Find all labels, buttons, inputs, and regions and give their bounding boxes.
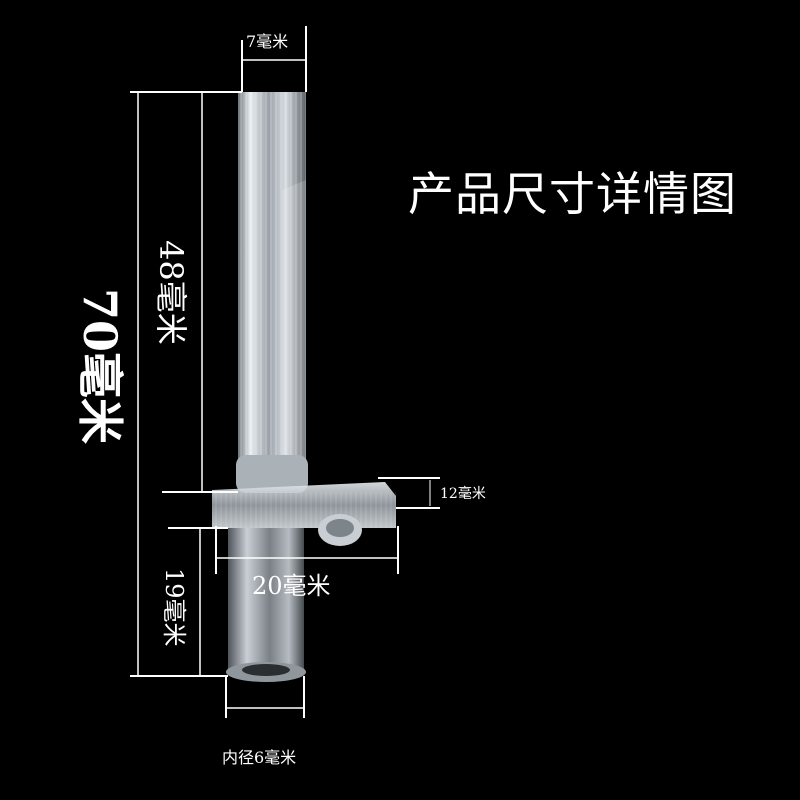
flange-width-label: 20毫米 [252,572,331,600]
flange-thickness-label: 12毫米 [440,486,486,502]
upper-length-label: 48毫米 [152,240,190,345]
inner-diameter-label: 内径6毫米 [222,748,297,767]
lower-length-label: 19毫米 [160,568,188,647]
width-top-label: 7毫米 [246,32,289,51]
lower-tube [226,528,306,682]
flange [212,482,396,546]
dimension-lines [130,26,440,718]
total-length-label: 70毫米 [73,288,127,445]
upper-tube [236,92,308,493]
page-title: 产品尺寸详情图 [408,167,737,221]
